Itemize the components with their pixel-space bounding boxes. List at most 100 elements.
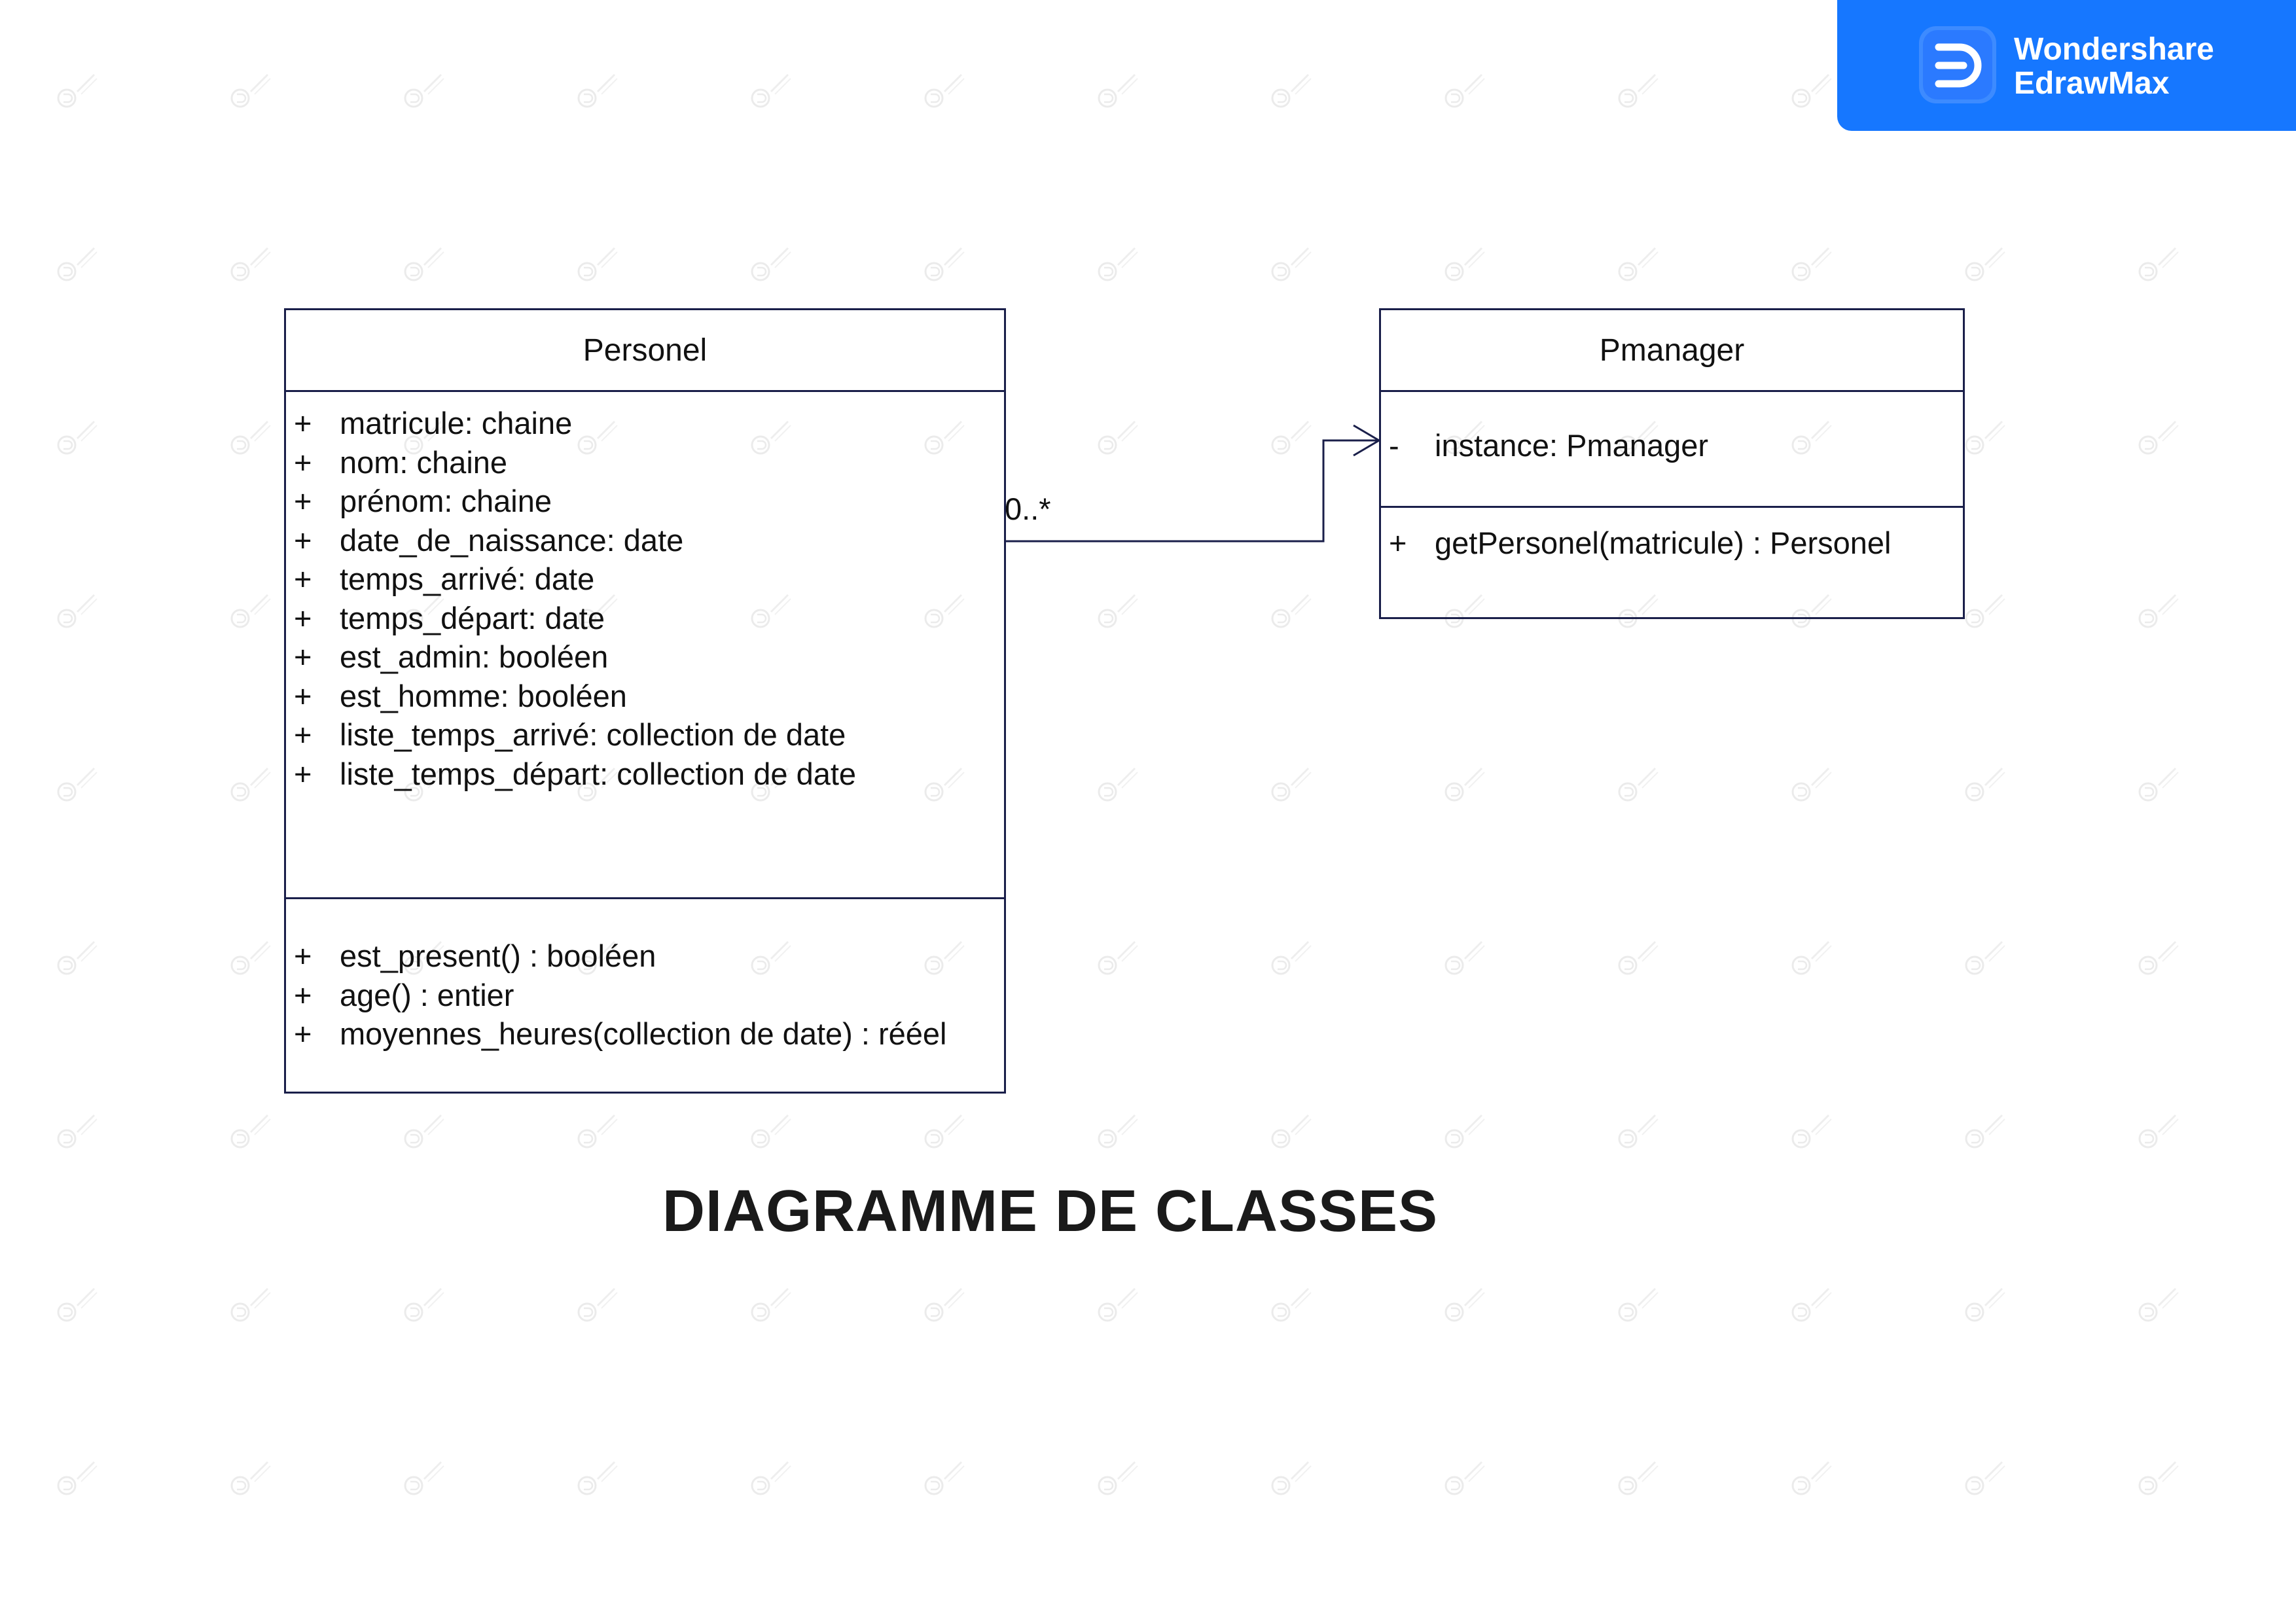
watermark-icon [1098, 247, 1138, 281]
watermark-icon [404, 247, 444, 281]
watermark-icon [1271, 420, 1312, 455]
watermark-icon [1444, 1287, 1485, 1322]
watermark-icon [924, 247, 965, 281]
watermark-icon [924, 1461, 965, 1495]
watermark-icon [1444, 940, 1485, 975]
watermark-icon [404, 1287, 444, 1322]
watermark-icon [1618, 940, 1659, 975]
watermark-icon [1271, 1461, 1312, 1495]
watermark-icon [1271, 767, 1312, 802]
watermark-icon [57, 420, 98, 455]
watermark-icon [1791, 1287, 1832, 1322]
visibility-marker: + [294, 678, 312, 713]
watermark-icon [924, 1114, 965, 1149]
watermark-icon [1444, 247, 1485, 281]
watermark-icon [751, 247, 791, 281]
watermark-icon [1098, 1287, 1138, 1322]
methods-section-personel: +est_present() : booléen+age() : entier+… [286, 899, 1004, 1092]
watermark-icon [1791, 940, 1832, 975]
watermark-icon [2138, 594, 2179, 628]
watermark-icon [1965, 420, 2005, 455]
watermark-icon [1791, 1114, 1832, 1149]
watermark-icon [1965, 1114, 2005, 1149]
watermark-icon [2138, 1287, 2179, 1322]
diagram-title: DIAGRAMME DE CLASSES [662, 1179, 1439, 1244]
watermark-icon [924, 1287, 965, 1322]
watermark-icon [1618, 1461, 1659, 1495]
watermark-icon [57, 594, 98, 628]
edrawmax-logo-icon [1919, 26, 1996, 103]
watermark-icon [2138, 420, 2179, 455]
methods-section-pmanager: +getPersonel(matricule) : Personel [1381, 508, 1963, 617]
watermark-icon [57, 73, 98, 108]
member-text: est_admin: booléen [340, 639, 609, 674]
member-text: nom: chaine [340, 444, 508, 480]
watermark-icon [1965, 940, 2005, 975]
watermark-icon [1444, 767, 1485, 802]
watermark-icon [1098, 420, 1138, 455]
attributes-section-pmanager: -instance: Pmanager [1381, 392, 1963, 508]
watermark-icon [230, 73, 271, 108]
member-text: date_de_naissance: date [340, 522, 684, 558]
watermark-icon [1271, 940, 1312, 975]
class-personel[interactable]: Personel +matricule: chaine+nom: chaine+… [284, 308, 1006, 1094]
watermark-icon [1098, 767, 1138, 802]
watermark-icon [1271, 1114, 1312, 1149]
watermark-icon [1618, 767, 1659, 802]
watermark-icon [57, 767, 98, 802]
watermark-icon [230, 1461, 271, 1495]
watermark-icon [1791, 73, 1832, 108]
watermark-icon [230, 247, 271, 281]
watermark-icon [1618, 73, 1659, 108]
watermark-icon [230, 594, 271, 628]
association-line [1006, 439, 1379, 543]
watermark-icon [404, 1114, 444, 1149]
watermark-icon [1618, 247, 1659, 281]
visibility-marker: + [294, 639, 312, 674]
watermark-icon [1444, 1461, 1485, 1495]
watermark-icon [1791, 247, 1832, 281]
watermark-icon [1098, 1461, 1138, 1495]
watermark-icon [1098, 940, 1138, 975]
watermark-icon [1444, 1114, 1485, 1149]
watermark-icon [404, 73, 444, 108]
member-text: temps_arrivé: date [340, 562, 595, 596]
watermark-icon [577, 73, 618, 108]
watermark-icon [1965, 1461, 2005, 1495]
watermark-icon [577, 1287, 618, 1322]
brand-name-line2: EdrawMax [2014, 66, 2170, 101]
member-text: prénom: chaine [340, 484, 552, 518]
watermark-icon [751, 1114, 791, 1149]
watermark-icon [577, 1461, 618, 1495]
member-text: getPersonel(matricule) : Personel [1435, 526, 1892, 560]
watermark-icon [2138, 940, 2179, 975]
watermark-icon [1098, 594, 1138, 628]
watermark-icon [2138, 247, 2179, 281]
brand-badge[interactable]: Wondershare EdrawMax [1837, 0, 2296, 131]
member-text: age() : entier [340, 977, 514, 1012]
visibility-marker: + [294, 484, 312, 518]
watermark-icon [230, 1287, 271, 1322]
member-text: liste_temps_arrivé: collection de date [340, 717, 846, 752]
watermark-icon [1271, 1287, 1312, 1322]
watermark-icon [1791, 767, 1832, 802]
member-text: moyennes_heures(collection de date) : ré… [340, 1016, 947, 1051]
watermark-icon [1271, 594, 1312, 628]
visibility-marker: + [294, 938, 312, 973]
navigation-arrowhead [1353, 424, 1381, 457]
watermark-icon [1098, 1114, 1138, 1149]
member-text: matricule: chaine [340, 406, 573, 440]
watermark-icon [230, 767, 271, 802]
watermark-icon [1271, 73, 1312, 108]
watermark-icon [2138, 1461, 2179, 1495]
class-pmanager[interactable]: Pmanager -instance: Pmanager +getPersone… [1379, 308, 1965, 619]
watermark-icon [751, 73, 791, 108]
watermark-icon [230, 940, 271, 975]
watermark-icon [751, 1287, 791, 1322]
watermark-icon [230, 420, 271, 455]
visibility-marker: - [1389, 428, 1399, 463]
watermark-icon [577, 1114, 618, 1149]
member-text: est_present() : booléen [340, 938, 656, 973]
watermark-icon [2138, 767, 2179, 802]
visibility-marker: + [294, 1016, 312, 1051]
